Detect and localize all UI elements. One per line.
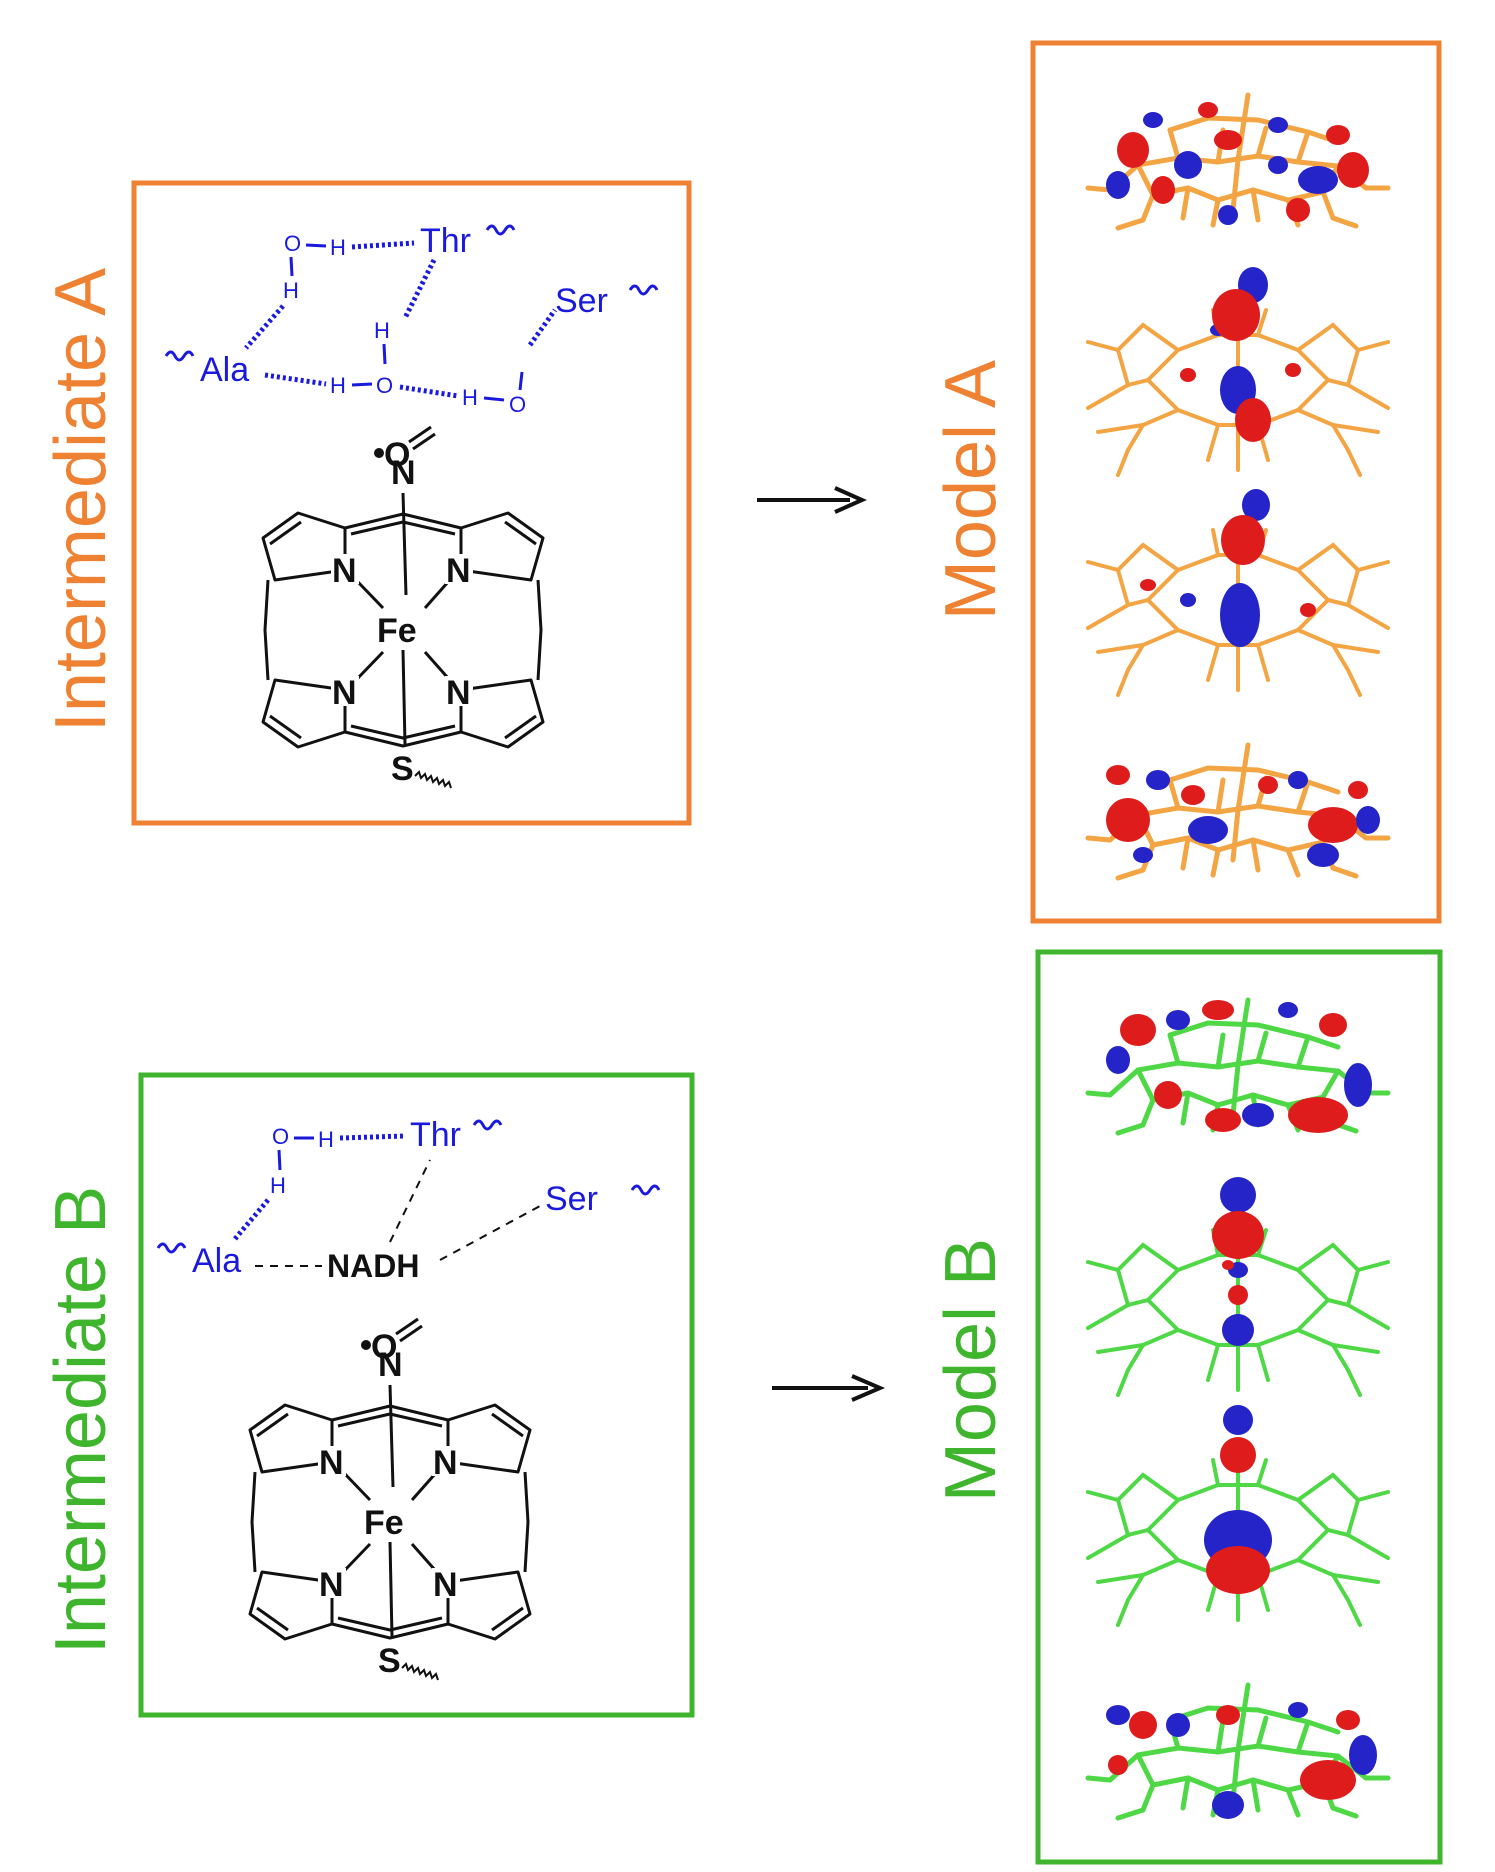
atom-h1-b: H: [318, 1127, 334, 1152]
hbond-network-a: O H Thr H Ala H H O H O Ser: [164, 222, 659, 417]
model-b-orbital-3: [1086, 1405, 1390, 1627]
residue-ala-b: Ala: [192, 1242, 241, 1280]
atom-o2-a: O: [376, 373, 393, 398]
atom-h2-a: H: [283, 278, 299, 303]
intermediate-b-box: [138, 1072, 695, 1718]
residue-thr-b: Thr: [410, 1116, 461, 1154]
atom-h5-a: H: [462, 385, 478, 410]
model-a-panel: Model A: [931, 40, 1442, 924]
atom-h1-a: H: [330, 235, 346, 260]
atom-h4-a: H: [330, 373, 346, 398]
intermediate-a-panel: Intermediate A O H Thr H Ala H H O H O: [41, 180, 692, 826]
model-b-panel: Model B: [931, 949, 1443, 1865]
intermediate-b-panel: Intermediate B O H Thr H Ala NADH Ser: [41, 1072, 695, 1718]
atom-h3-a: H: [374, 318, 390, 343]
model-a-label: Model A: [931, 360, 1011, 620]
intermediate-a-label: Intermediate A: [41, 268, 121, 732]
model-a-orbital-4: [1088, 745, 1388, 878]
residue-ala-a: Ala: [200, 351, 249, 389]
right-arrow-icon: [757, 486, 867, 514]
model-b-box: [1035, 949, 1443, 1865]
atom-h2-b: H: [270, 1173, 286, 1198]
heme-structure-b: [248, 1317, 532, 1682]
residue-thr-a: Thr: [420, 222, 471, 260]
model-a-orbital-1: [1088, 95, 1388, 228]
residue-nadh-b: NADH: [327, 1248, 419, 1284]
residue-ser-b: Ser: [545, 1180, 598, 1218]
atom-o3-a: O: [509, 392, 526, 417]
model-a-box: [1030, 40, 1442, 924]
model-b-orbital-2: [1086, 1177, 1390, 1397]
hbond-network-b: O H Thr H Ala NADH Ser: [156, 1116, 661, 1284]
model-b-orbital-4: [1088, 1685, 1388, 1819]
model-a-orbital-2: [1086, 267, 1390, 477]
residue-ser-a: Ser: [555, 282, 608, 320]
intermediate-a-box: [131, 180, 692, 826]
right-arrow-icon: [772, 1374, 886, 1402]
model-a-orbital-3: [1086, 489, 1390, 697]
heme-structure-a: [261, 425, 545, 790]
intermediate-b-label: Intermediate B: [41, 1186, 121, 1654]
atom-o1-b: O: [272, 1124, 289, 1149]
model-b-label: Model B: [931, 1238, 1011, 1502]
model-b-orbital-1: [1088, 1000, 1388, 1133]
atom-o1-a: O: [284, 231, 301, 256]
